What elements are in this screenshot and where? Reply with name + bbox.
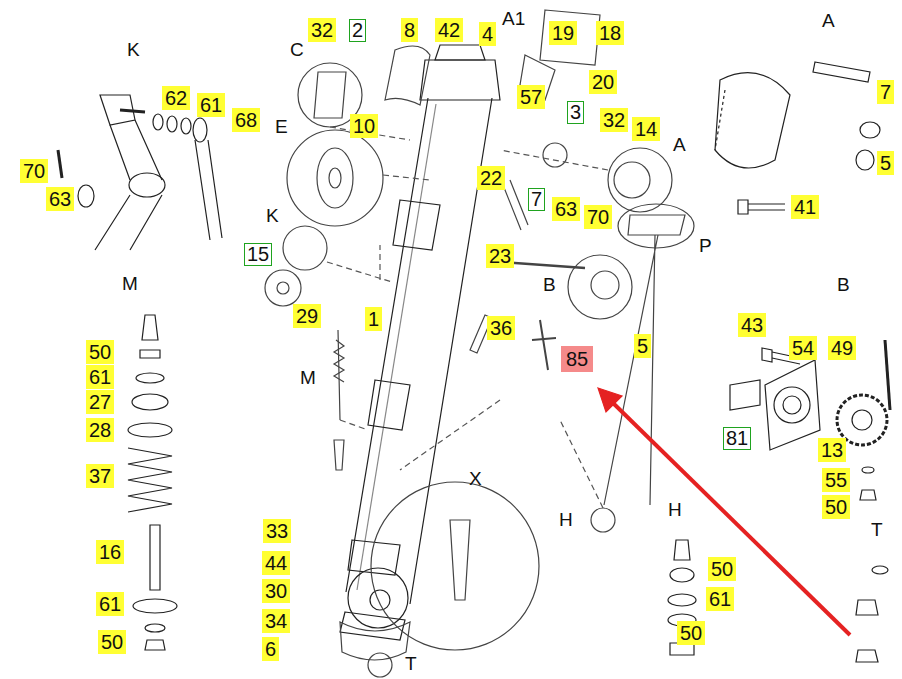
callout-number: 16	[96, 540, 124, 564]
callout-number: 50	[677, 621, 705, 645]
callout-number: 63	[46, 187, 74, 211]
callout-number: 43	[738, 313, 766, 337]
callout-number: 7	[528, 188, 545, 211]
callout-number: 27	[86, 390, 114, 414]
callout-number: 1	[365, 307, 382, 331]
callout-number: 70	[20, 159, 48, 183]
callout-number: 5	[877, 151, 894, 175]
callout-number: 32	[600, 108, 628, 132]
view-letter: H	[559, 508, 573, 532]
callout-number: 49	[828, 336, 856, 360]
callout-number: 57	[517, 85, 545, 109]
callout-number: 62	[162, 86, 190, 110]
callout-number: 61	[96, 592, 124, 616]
view-letter: H	[668, 498, 682, 522]
callout-number: 68	[232, 108, 260, 132]
callout-number: 61	[197, 93, 225, 117]
view-letter: E	[275, 115, 288, 139]
callout-number: 18	[596, 21, 624, 45]
blade-view-a	[715, 62, 880, 214]
callout-number: 10	[350, 114, 378, 138]
callout-number: 42	[435, 18, 463, 42]
callout-number: 3	[567, 101, 584, 124]
callout-number: 13	[818, 438, 846, 462]
callout-number: 32	[308, 18, 336, 42]
main-arm	[340, 45, 500, 640]
bearing-view-b	[730, 340, 890, 500]
callout-number: 81	[723, 427, 751, 450]
pointer-arrow	[598, 388, 850, 635]
callout-number: 50	[98, 630, 126, 654]
callout-number: 4	[479, 22, 496, 46]
callout-number: 14	[632, 117, 660, 141]
view-letter: B	[837, 273, 850, 297]
bracket-view-k	[58, 95, 222, 250]
callout-number: 37	[86, 464, 114, 488]
callout-number: 5	[634, 334, 651, 358]
callout-number: 85	[561, 346, 593, 372]
callout-number: 8	[401, 18, 418, 42]
callout-number: 19	[549, 21, 577, 45]
callout-number: 23	[486, 244, 514, 268]
view-letter: M	[122, 272, 138, 296]
callout-number: 55	[822, 468, 850, 492]
callout-number: 7	[877, 80, 894, 104]
callout-number: 15	[244, 243, 272, 266]
view-letter: T	[405, 652, 417, 676]
callout-number: 33	[263, 519, 291, 543]
callout-number: 63	[552, 197, 580, 221]
callout-number: 2	[349, 19, 366, 42]
callout-number: 22	[477, 166, 505, 190]
view-letter: A	[673, 133, 686, 157]
view-letter: M	[300, 366, 316, 390]
view-letter: C	[290, 38, 304, 62]
callout-number: 28	[86, 418, 114, 442]
callout-number: 54	[789, 336, 817, 360]
callout-number: 34	[262, 609, 290, 633]
callout-number: 36	[487, 316, 515, 340]
callout-number: 6	[262, 637, 279, 661]
callout-number: 70	[584, 205, 612, 229]
callout-number: 29	[293, 304, 321, 328]
spring-assembly-m	[128, 315, 177, 650]
callout-number: 20	[589, 70, 617, 94]
callout-number: 50	[822, 495, 850, 519]
callout-number: 50	[708, 557, 736, 581]
view-letter: X	[469, 467, 482, 491]
nut-stack-h	[668, 540, 888, 662]
view-letter: B	[543, 273, 556, 297]
callout-number: 44	[262, 551, 290, 575]
callout-number: 61	[706, 587, 734, 611]
view-letter: T	[871, 518, 883, 542]
view-letter: P	[699, 234, 712, 258]
view-letter: A1	[502, 7, 525, 31]
detail-views	[265, 10, 694, 677]
view-letter: A	[822, 9, 835, 33]
assembly-leaders	[327, 127, 608, 508]
callout-number: 30	[262, 579, 290, 603]
callout-number: 61	[86, 365, 114, 389]
view-letter: K	[127, 38, 140, 62]
view-letter: K	[266, 204, 279, 228]
callout-number: 41	[791, 195, 819, 219]
callout-number: 50	[86, 340, 114, 364]
